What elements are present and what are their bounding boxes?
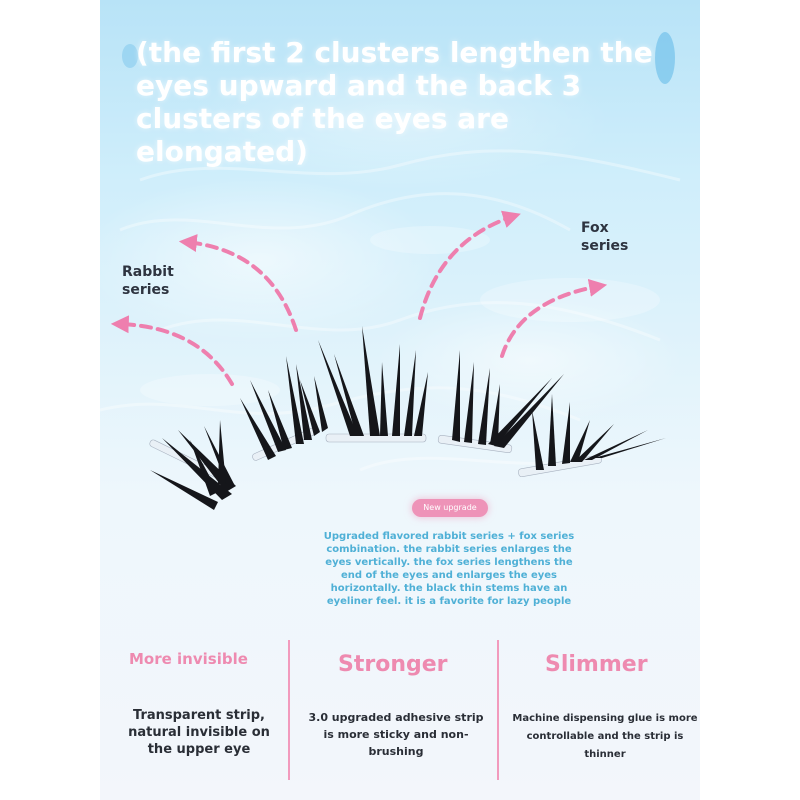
eyelash-cluster-icon bbox=[437, 350, 564, 454]
feature-text-more-invisible: Transparent strip, natural invisible on … bbox=[128, 708, 270, 757]
dashed-arrow-icon bbox=[500, 279, 608, 358]
feature-text-stronger: 3.0 upgraded adhesive strip is more stic… bbox=[308, 711, 484, 758]
dashed-arrow-icon bbox=[178, 234, 298, 332]
fox-series-label: Fox series bbox=[581, 220, 629, 254]
feature-divider bbox=[288, 640, 290, 780]
lash-illustration bbox=[110, 210, 666, 510]
eyelash-cluster-icon bbox=[318, 326, 428, 443]
rabbit-series-label: Rabbit series bbox=[122, 264, 174, 298]
eyelash-cluster-icon bbox=[240, 356, 328, 461]
feature-title-more-invisible: More invisible bbox=[129, 650, 248, 668]
feature-title-slimmer: Slimmer bbox=[545, 652, 648, 677]
new-upgrade-badge: New upgrade bbox=[412, 499, 488, 517]
feature-title-stronger: Stronger bbox=[338, 652, 448, 677]
headline: (the first 2 clusters lengthen the eyes … bbox=[136, 36, 653, 168]
product-panel: (the first 2 clusters lengthen the eyes … bbox=[100, 0, 700, 800]
product-description: Upgraded flavored rabbit series + fox se… bbox=[323, 531, 575, 607]
dashed-arrow-icon bbox=[418, 210, 521, 320]
eyelash-cluster-icon bbox=[518, 394, 666, 478]
eyelash-cluster-icon bbox=[149, 420, 236, 510]
dashed-arrow-icon bbox=[110, 315, 234, 386]
feature-text-slimmer: Machine dispensing glue is more controll… bbox=[512, 713, 698, 760]
water-ripple-background bbox=[100, 32, 681, 472]
feature-divider bbox=[497, 640, 499, 780]
